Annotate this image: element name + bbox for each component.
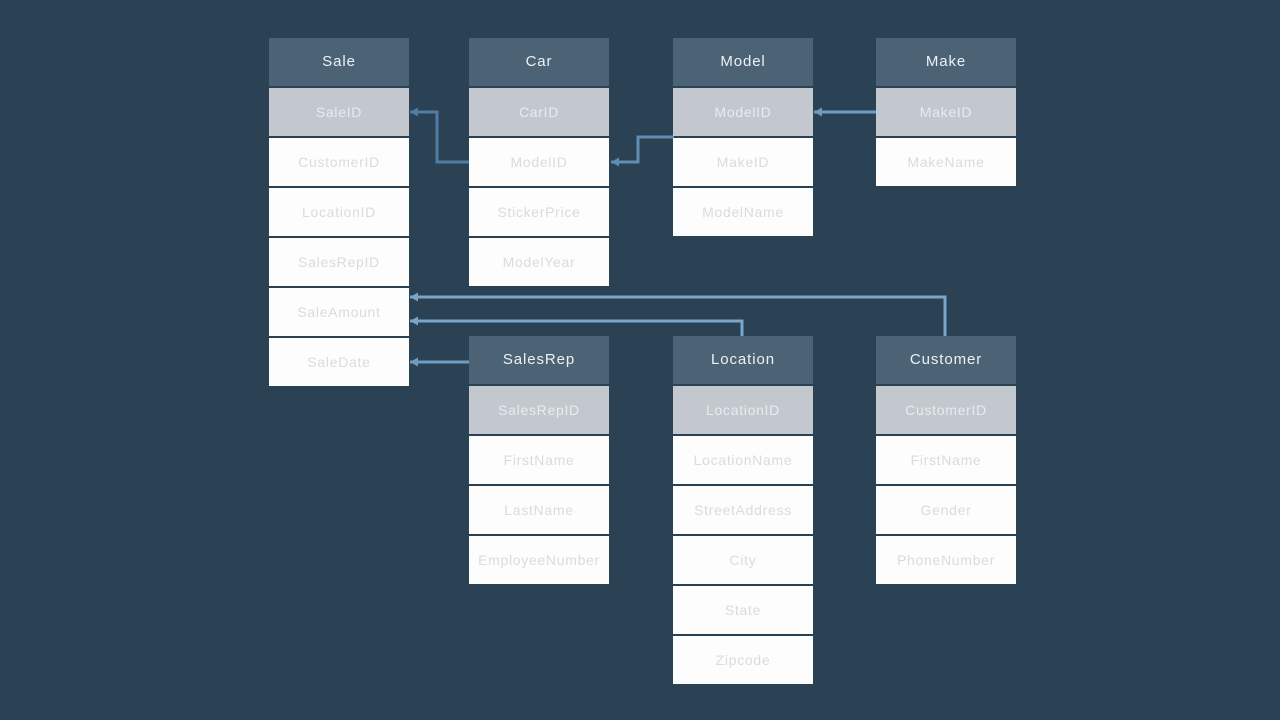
- field-row-customer-gender: Gender: [876, 486, 1016, 534]
- field-row-sale-saleid: SaleID: [269, 88, 409, 136]
- field-row-model-modelid: ModelID: [673, 88, 813, 136]
- field-row-salesrep-employeenumber: EmployeeNumber: [469, 536, 609, 584]
- table-title-salesrep: SalesRep: [469, 336, 609, 384]
- field-row-sale-saledate: SaleDate: [269, 338, 409, 386]
- field-row-salesrep-firstname: FirstName: [469, 436, 609, 484]
- connector-sale-customerid-to-customer: [410, 295, 947, 337]
- connector-arrowhead-sale-locationid-to-location: [410, 316, 418, 326]
- table-title-customer: Customer: [876, 336, 1016, 384]
- field-row-location-zipcode: Zipcode: [673, 636, 813, 684]
- field-row-location-streetaddress: StreetAddress: [673, 486, 813, 534]
- field-row-make-makename: MakeName: [876, 138, 1016, 186]
- field-row-sale-customerid: CustomerID: [269, 138, 409, 186]
- field-row-car-modelid: ModelID: [469, 138, 609, 186]
- field-row-model-makeid: MakeID: [673, 138, 813, 186]
- table-title-car: Car: [469, 38, 609, 86]
- connector-arrowhead-model-modelid-to-make-makeid: [814, 107, 822, 117]
- field-row-car-stickerprice: StickerPrice: [469, 188, 609, 236]
- table-title-make: Make: [876, 38, 1016, 86]
- field-row-customer-firstname: FirstName: [876, 436, 1016, 484]
- field-row-customer-phonenumber: PhoneNumber: [876, 536, 1016, 584]
- field-row-sale-saleamount: SaleAmount: [269, 288, 409, 336]
- field-row-salesrep-lastname: LastName: [469, 486, 609, 534]
- field-row-sale-salesrepid: SalesRepID: [269, 238, 409, 286]
- field-row-make-makeid: MakeID: [876, 88, 1016, 136]
- field-row-salesrep-salesrepid: SalesRepID: [469, 386, 609, 434]
- field-row-location-locationid: LocationID: [673, 386, 813, 434]
- table-title-location: Location: [673, 336, 813, 384]
- field-row-model-modelname: ModelName: [673, 188, 813, 236]
- field-row-location-locationname: LocationName: [673, 436, 813, 484]
- connector-car-modelid-to-model-modelid: [611, 135, 674, 164]
- connector-arrowhead-sale-saleid-to-car-modelid: [410, 107, 418, 117]
- connector-arrowhead-sale-salesrepid-to-salesrep: [410, 357, 418, 367]
- field-row-sale-locationid: LocationID: [269, 188, 409, 236]
- connector-arrowhead-sale-customerid-to-customer: [410, 292, 418, 302]
- connector-arrowhead-car-modelid-to-model-modelid: [611, 157, 619, 167]
- field-row-car-carid: CarID: [469, 88, 609, 136]
- connector-sale-saleid-to-car-modelid: [410, 110, 470, 164]
- table-title-sale: Sale: [269, 38, 409, 86]
- field-row-customer-customerid: CustomerID: [876, 386, 1016, 434]
- connector-sale-locationid-to-location: [410, 319, 744, 337]
- field-row-location-city: City: [673, 536, 813, 584]
- field-row-car-modelyear: ModelYear: [469, 238, 609, 286]
- table-title-model: Model: [673, 38, 813, 86]
- field-row-location-state: State: [673, 586, 813, 634]
